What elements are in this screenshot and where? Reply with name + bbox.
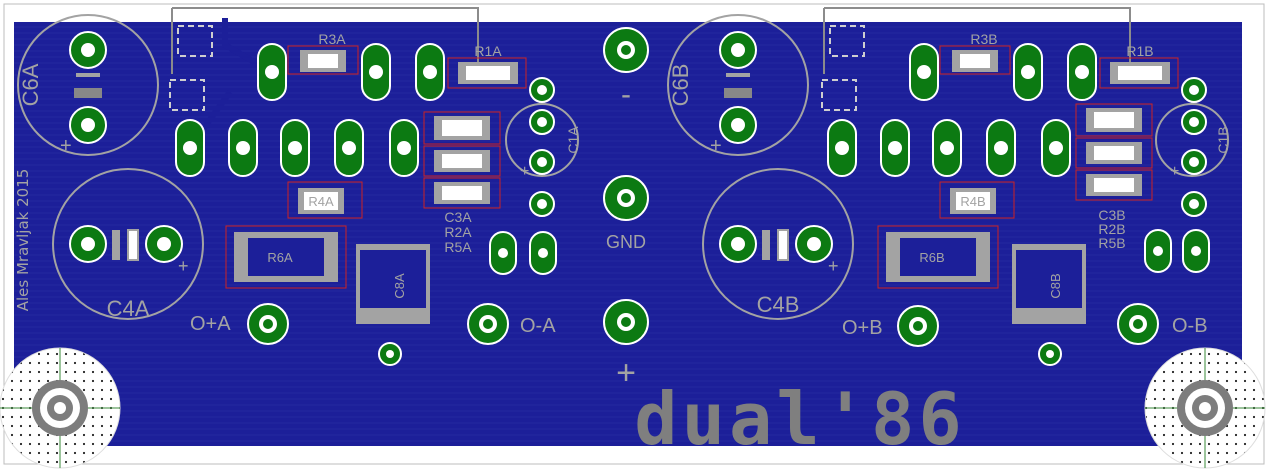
r4a-label: R4A	[308, 194, 334, 209]
power-terminals: - GND +	[603, 27, 649, 392]
out-pos-a-label: O+A	[190, 313, 231, 335]
mounting-hole-left	[0, 347, 121, 469]
r3b-label: R3B	[970, 31, 997, 47]
c4a-outline	[52, 168, 204, 320]
r2a-label: R2A	[444, 224, 472, 240]
r1a-outline	[447, 57, 527, 89]
ic-b-pads-top	[909, 43, 1097, 101]
c4a-label: C4A	[107, 296, 150, 321]
r5a-label: R5A	[444, 239, 472, 255]
pad-pair-b	[1144, 229, 1210, 273]
power-neg-label: -	[621, 78, 631, 111]
c1a-outline	[505, 103, 579, 177]
r6a-label: R6A	[267, 250, 293, 265]
c8a-label: C8A	[392, 273, 407, 299]
out-pos-b-label: O+B	[842, 317, 883, 339]
out-neg-a-pad	[467, 303, 509, 345]
c3b-r2b-r5b-stack	[1075, 103, 1153, 201]
c4b-polarity: +	[828, 256, 839, 276]
r5b-label: R5B	[1098, 235, 1125, 251]
power-pos-pad	[603, 299, 649, 345]
r6b-label: R6B	[919, 250, 944, 265]
c6a-polarity: +	[60, 135, 72, 157]
out-neg-b-pad	[1117, 303, 1159, 345]
r3b-outline	[939, 45, 1011, 75]
c1b-outline	[1155, 103, 1229, 177]
channel-b: C6B + R3B R1B	[667, 7, 1231, 366]
ic-a-pads-bottom	[175, 119, 419, 177]
r4b-label: R4B	[960, 194, 985, 209]
power-pos-label: +	[616, 354, 636, 392]
r6b-outline	[877, 225, 999, 289]
power-gnd-label: GND	[606, 232, 646, 252]
r3a-label: R3A	[318, 31, 346, 47]
c6b-outline	[667, 14, 809, 156]
c6b-polarity: +	[710, 135, 722, 157]
r1a-label: R1A	[474, 43, 502, 59]
c4b-label: C4B	[757, 292, 800, 317]
author-credit: Ales Mravljak 2015	[14, 169, 32, 312]
power-gnd-pad	[603, 175, 649, 221]
c1b-label: C1B	[1215, 126, 1231, 153]
power-neg-pad	[603, 27, 649, 73]
c4a-polarity: +	[178, 256, 189, 276]
r4a-outline	[287, 181, 363, 219]
c1a-label: C1A	[565, 126, 581, 154]
r6a-outline	[225, 225, 347, 289]
r1b-outline	[1099, 57, 1179, 89]
c6b-label: C6B	[668, 64, 693, 107]
r1b-label: R1B	[1126, 43, 1153, 59]
out-neg-a-label: O-A	[520, 315, 556, 337]
r4b-outline	[939, 181, 1015, 219]
ic-a-pads-top	[257, 43, 445, 101]
c1a-polarity: +	[520, 163, 529, 180]
channel-a: C6A + R3A R1A	[17, 7, 581, 366]
c3a-r2a-r5a-stack	[423, 111, 501, 209]
out-neg-b-label: O-B	[1172, 315, 1208, 337]
out-pos-b-pad	[897, 305, 939, 347]
c1b-polarity: +	[1170, 163, 1179, 180]
out-pos-a-pad	[247, 303, 289, 345]
c4b-outline	[702, 168, 854, 320]
board-logo: dual'86	[634, 377, 965, 461]
pad-pair-a	[489, 231, 557, 275]
ic-b-pads-bottom	[827, 119, 1071, 177]
c6a-cap-body	[74, 88, 102, 98]
c6a-label: C6A	[18, 63, 43, 106]
ic-b-outline	[824, 7, 1131, 74]
c3b-label: C3B	[1098, 207, 1125, 223]
r3a-outline	[287, 45, 359, 75]
mounting-hole-right	[1144, 347, 1266, 469]
ic-a-outline	[172, 7, 479, 74]
r2b-label: R2B	[1098, 221, 1125, 237]
c3a-label: C3A	[444, 209, 472, 225]
c6a-outline	[17, 14, 159, 156]
c8b-label: C8B	[1048, 273, 1063, 298]
